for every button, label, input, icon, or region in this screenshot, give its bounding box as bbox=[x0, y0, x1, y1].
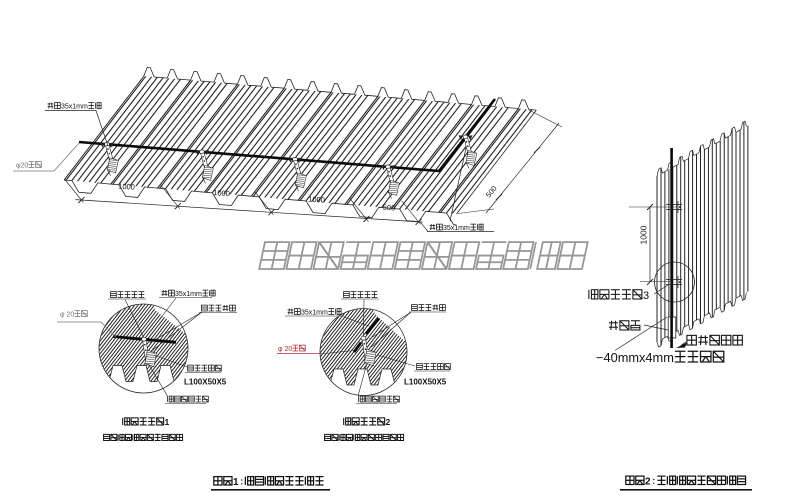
svg-text:1000: 1000 bbox=[118, 182, 135, 192]
svg-text:φ 20: φ 20 bbox=[60, 312, 74, 319]
svg-text:1: 1 bbox=[233, 477, 239, 488]
svg-text:2: 2 bbox=[386, 417, 391, 427]
svg-text:1000: 1000 bbox=[308, 195, 325, 205]
svg-text:L100X50X5: L100X50X5 bbox=[404, 378, 447, 387]
svg-text:1: 1 bbox=[165, 417, 170, 427]
svg-text:35x1mm: 35x1mm bbox=[443, 225, 470, 232]
svg-text:1000: 1000 bbox=[213, 188, 230, 198]
svg-text:35x1mm: 35x1mm bbox=[61, 104, 88, 111]
svg-text:3: 3 bbox=[643, 290, 649, 302]
svg-text:φ20: φ20 bbox=[16, 163, 28, 170]
svg-text:500: 500 bbox=[382, 203, 395, 213]
svg-text:2: 2 bbox=[645, 477, 651, 488]
svg-text:L100X50X5: L100X50X5 bbox=[184, 378, 227, 387]
svg-text:35x1mm: 35x1mm bbox=[301, 310, 328, 317]
svg-text:φ 20: φ 20 bbox=[278, 346, 292, 353]
svg-text:1000: 1000 bbox=[639, 225, 649, 244]
svg-text:−40mmx4mm: −40mmx4mm bbox=[596, 350, 674, 365]
svg-text:35x1mm: 35x1mm bbox=[175, 291, 202, 298]
